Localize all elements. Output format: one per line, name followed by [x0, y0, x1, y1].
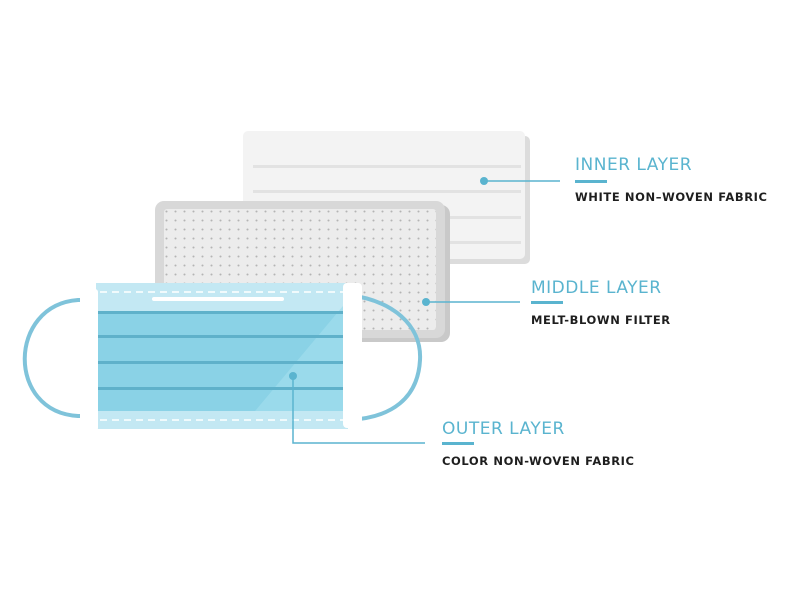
- middle-layer-title-underline: [531, 301, 563, 304]
- inner-layer-leader: [480, 177, 560, 185]
- outer-layer-title-underline: [442, 442, 474, 445]
- middle-layer-title: MIDDLE LAYER: [531, 278, 662, 298]
- nose-wire: [152, 297, 284, 301]
- outer-layer-description: COLOR NON-WOVEN FABRIC: [442, 454, 635, 468]
- inner-layer-title: INNER LAYER: [575, 155, 693, 175]
- middle-layer-description: MELT-BLOWN FILTER: [531, 313, 671, 327]
- inner-layer-description: WHITE NON–WOVEN FABRIC: [575, 190, 768, 204]
- left-ear-loop: [22, 298, 98, 418]
- outer-layer-leader: [289, 372, 425, 444]
- outer-layer-title: OUTER LAYER: [442, 419, 565, 439]
- middle-layer-leader: [422, 298, 520, 306]
- right-ear-loop: [346, 293, 423, 422]
- outer-layer-mask: [22, 283, 423, 431]
- inner-layer-title-underline: [575, 180, 607, 183]
